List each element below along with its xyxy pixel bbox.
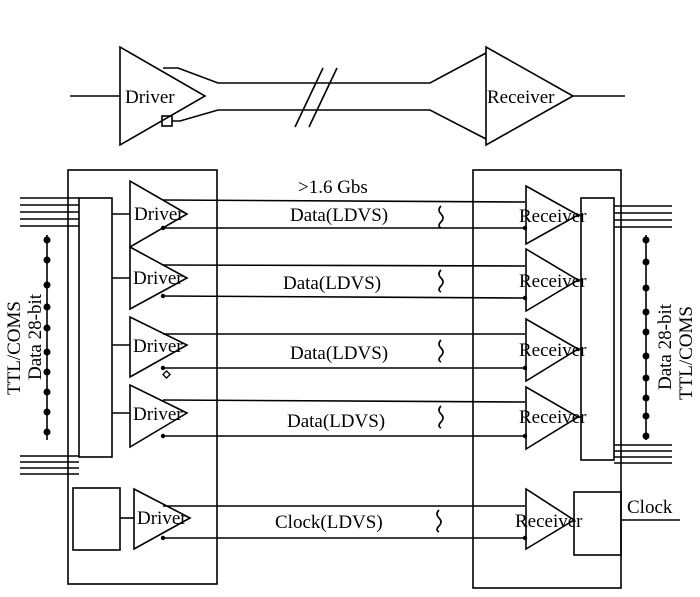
top-break-mark bbox=[308, 67, 338, 128]
transmitter-chip bbox=[67, 169, 218, 585]
data-line-label: Data(LDVS) bbox=[290, 205, 388, 226]
data-channel-3 bbox=[112, 315, 581, 383]
clock-channel bbox=[120, 487, 576, 551]
right-bus-dots bbox=[642, 236, 650, 440]
left-bus-label-line2: Data 28-bit bbox=[25, 293, 46, 380]
driver-label: Driver bbox=[133, 336, 183, 357]
receiver-label: Receiver bbox=[519, 407, 587, 428]
right-bus-lines bbox=[614, 205, 672, 464]
receiver-triangle bbox=[525, 385, 580, 451]
data-line-label: Data(LDVS) bbox=[283, 273, 381, 294]
driver-label: Driver bbox=[137, 508, 187, 529]
connection-dots bbox=[160, 225, 528, 541]
top-break-mark bbox=[294, 67, 324, 128]
driver-triangle bbox=[133, 487, 192, 551]
line-break-mark bbox=[438, 405, 444, 429]
top-receiver-triangle bbox=[485, 45, 575, 147]
data-channel-1 bbox=[112, 179, 581, 249]
diff-line-minus bbox=[162, 295, 526, 299]
driver-label: Driver bbox=[133, 268, 183, 289]
driver-label: Driver bbox=[133, 404, 183, 425]
right-bus-label-line1: Data 28-bit bbox=[655, 303, 676, 390]
diff-line-plus bbox=[162, 199, 526, 203]
line-break-mark bbox=[438, 269, 444, 293]
top-diff-line-minus bbox=[172, 109, 487, 140]
clock-line-label: Clock(LDVS) bbox=[275, 512, 383, 533]
receiver-triangle bbox=[525, 247, 580, 313]
right-bus-label-line2: TTL/COMS bbox=[676, 306, 697, 400]
data-channel-4 bbox=[112, 383, 581, 451]
driver-triangle bbox=[129, 245, 189, 311]
receiver-label: Receiver bbox=[519, 271, 587, 292]
data-channel-2 bbox=[112, 245, 581, 313]
line-break-mark bbox=[438, 339, 444, 363]
driver-triangle bbox=[129, 315, 189, 379]
driver-triangle bbox=[129, 383, 189, 449]
receiver-triangle bbox=[525, 317, 580, 383]
serializer-block bbox=[78, 197, 113, 458]
top-receiver-label: Receiver bbox=[487, 87, 555, 108]
line-break-mark bbox=[436, 509, 442, 533]
clock-output-label: Clock bbox=[627, 497, 673, 518]
deserializer-block bbox=[580, 197, 615, 461]
data-line-label: Data(LDVS) bbox=[290, 343, 388, 364]
clock-output-block bbox=[573, 491, 622, 556]
left-bus-dots bbox=[43, 236, 51, 436]
receiver-label: Receiver bbox=[519, 206, 587, 227]
top-driver-label: Driver bbox=[125, 87, 175, 108]
clock-source-block bbox=[72, 487, 121, 551]
diff-line-plus bbox=[162, 399, 526, 403]
top-diff-line-plus bbox=[163, 52, 487, 84]
rate-label: >1.6 Gbs bbox=[298, 177, 368, 198]
line-break-mark bbox=[438, 205, 444, 229]
top-link bbox=[70, 45, 625, 147]
diff-line-plus bbox=[162, 264, 526, 267]
receiver-label: Receiver bbox=[515, 511, 583, 532]
left-bus-lines bbox=[20, 197, 79, 475]
driver-triangle bbox=[129, 179, 189, 249]
receiver-chip bbox=[472, 169, 622, 589]
receiver-label: Receiver bbox=[519, 340, 587, 361]
data-line-label: Data(LDVS) bbox=[287, 411, 385, 432]
stray-marker bbox=[162, 370, 171, 379]
receiver-triangle bbox=[525, 487, 576, 551]
left-bus-label-line1: TTL/COMS bbox=[4, 301, 25, 395]
receiver-triangle bbox=[525, 184, 580, 246]
driver-label: Driver bbox=[134, 204, 184, 225]
